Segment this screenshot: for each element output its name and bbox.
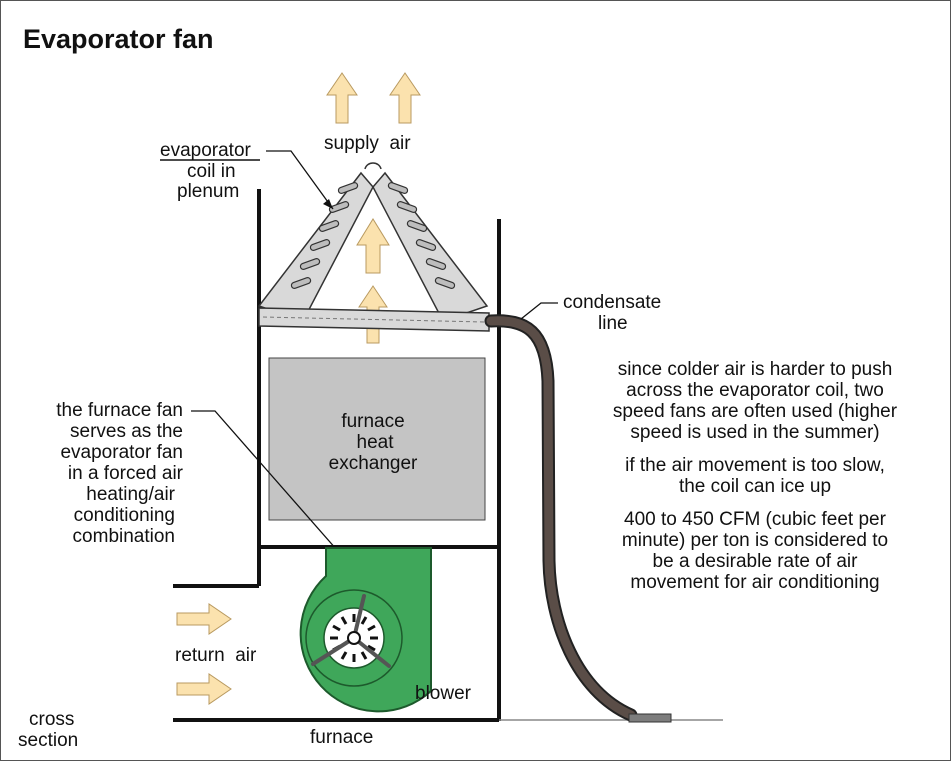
right-arrow-icon [176,603,232,635]
blower-hub [347,631,361,645]
fan-note-line3: evaporator fan [60,442,183,463]
blower-wheel-rim [305,589,403,687]
evaporator-leader-arrowhead [323,199,333,209]
heat-exchanger-label-line3: exchanger [329,453,418,474]
coil-return-bend [364,162,382,170]
diagram-title: Evaporator fan [23,24,214,54]
note1-line2: across the evaporator coil, two [626,380,884,401]
note1-line4: speed is used in the summer) [630,422,879,443]
heat-exchanger-label-line1: furnace [341,411,404,432]
coil-fins [290,182,456,289]
blower-vanes [330,614,378,662]
condensate-label-line2: line [598,313,628,334]
right-arrow-icon [176,673,232,705]
cross-section-label-line1: cross [29,709,74,730]
condensate-leader-line [520,302,558,320]
evaporator-coil [257,162,490,332]
note2-line1: if the air movement is too slow, [625,455,885,476]
furnace-fan-note: the furnace fan serves as the evaporator… [56,400,353,569]
up-arrow-icon [356,218,390,274]
note1-line3: speed fans are often used (higher [613,401,898,422]
fan-note-line2: serves as the [70,421,183,442]
condensate-line-outline [484,314,638,722]
floor-drain [628,713,672,723]
note3-line1: 400 to 450 CFM (cubic feet per [624,509,887,530]
up-arrow-icon [326,72,358,124]
note3-line4: movement for air conditioning [630,572,879,593]
supply-air-label: supply air [324,133,411,154]
furnace-heat-exchanger [268,357,486,521]
return-air-label: return air [175,645,257,666]
condensate-label-line1: condensate [563,292,661,313]
heat-exchanger-label-line2: heat [357,432,395,453]
cross-section-label-line2: section [18,730,78,751]
fan-note-line6: conditioning [74,505,175,526]
fan-note-line5: heating/air [86,484,175,505]
fan-note-line1: the furnace fan [56,400,183,421]
condensate-line [486,316,636,720]
evaporator-leader-line [266,150,334,210]
up-arrow-icon [389,72,421,124]
return-air-arrows [176,603,232,705]
notes-block: since colder air is harder to push acros… [613,359,898,593]
note3-line2: minute) per ton is considered to [622,530,888,551]
fan-note-line7: combination [73,526,175,547]
condensate-drain-pan [258,307,490,332]
note2-line2: the coil can ice up [679,476,831,497]
evaporator-label-line2: coil in [187,161,236,182]
furnace-label: furnace [310,727,373,748]
note3-line3: be a desirable rate of air [653,551,859,572]
fan-note-line4: in a forced air [68,463,184,484]
evaporator-label: evaporator coil in plenum [160,140,334,210]
evaporator-word: evaporator [160,140,252,161]
furnace-cabinet [173,189,501,722]
blower-label: blower [415,683,472,704]
evaporator-label-line3: plenum [177,181,239,202]
fan-note-leader-line [191,410,352,567]
blower-spokes [311,594,391,668]
note1-line1: since colder air is harder to push [618,359,893,380]
blower-fan-icon [299,547,432,713]
